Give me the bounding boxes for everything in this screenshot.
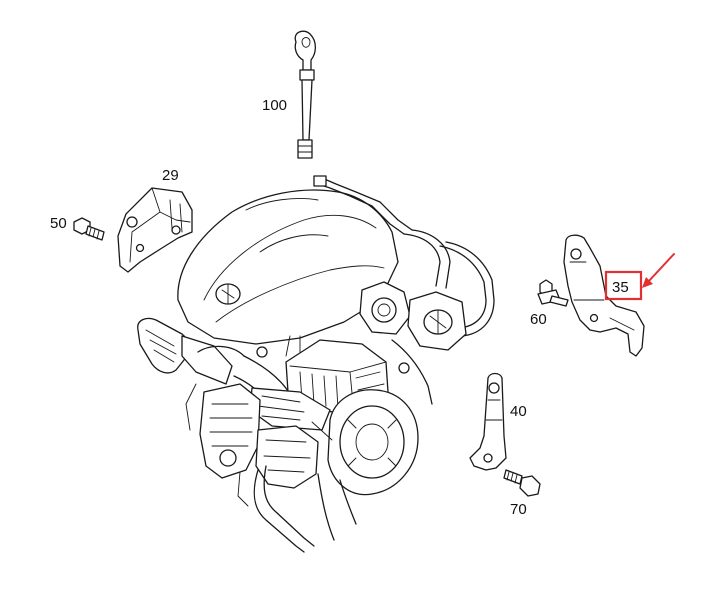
part-label-40: 40 bbox=[510, 403, 527, 420]
part-label-70: 70 bbox=[510, 501, 527, 518]
highlight-box bbox=[604, 270, 643, 301]
bolt-icon-60[interactable] bbox=[537, 279, 569, 307]
bracket-icon-40[interactable] bbox=[469, 372, 507, 471]
bracket-icon[interactable] bbox=[117, 187, 193, 273]
bracket-icon-35[interactable] bbox=[563, 234, 645, 357]
part-label-100: 100 bbox=[262, 97, 287, 114]
bolt-icon[interactable] bbox=[73, 217, 105, 241]
engine-icon[interactable] bbox=[137, 175, 495, 553]
highlight-arrow bbox=[647, 253, 675, 283]
part-label-60: 60 bbox=[530, 311, 547, 328]
part-label-35: 35 bbox=[612, 279, 629, 296]
bolt-icon-70[interactable] bbox=[503, 469, 541, 497]
dipstick-icon[interactable] bbox=[294, 30, 317, 159]
part-label-50: 50 bbox=[50, 215, 67, 232]
part-label-29: 29 bbox=[162, 167, 179, 184]
highlight-arrow-head bbox=[642, 277, 653, 288]
